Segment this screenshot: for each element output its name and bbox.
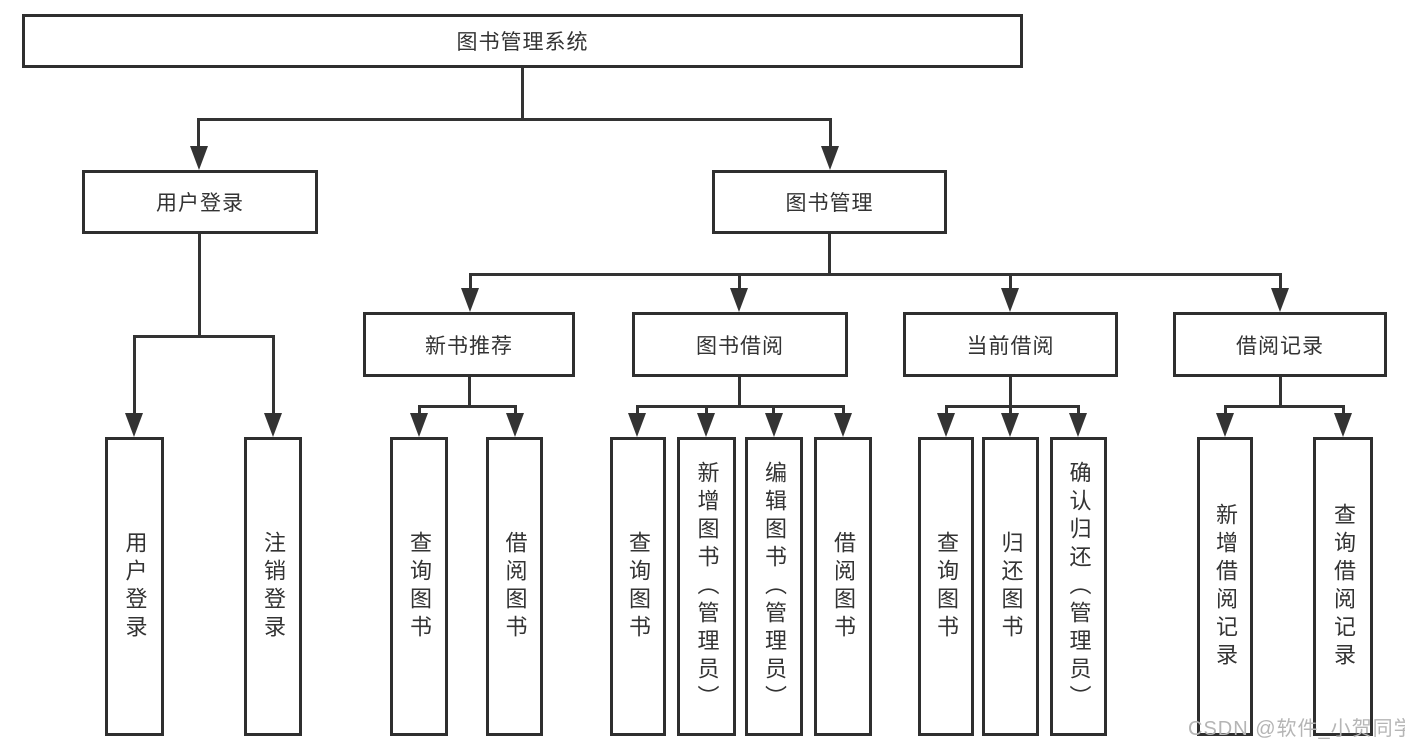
connector-line: [705, 405, 708, 415]
connector-line: [1077, 405, 1080, 415]
arrow-down-icon: [461, 288, 479, 312]
node-current-borrow: 当前借阅: [903, 312, 1118, 377]
leaf-user-login: 用户登录: [105, 437, 164, 736]
leaf-cb-return-book: 归还图书: [982, 437, 1039, 736]
csdn-watermark: CSDN @软件_小贺同学: [1188, 718, 1405, 740]
connector-line: [1224, 405, 1227, 415]
leaf-bb-query-book: 查询图书: [610, 437, 666, 736]
connector-line: [1279, 273, 1282, 290]
arrow-down-icon: [1271, 288, 1289, 312]
connector-line: [133, 335, 275, 338]
arrow-down-icon: [264, 413, 282, 437]
connector-line: [945, 405, 948, 415]
connector-line: [1224, 405, 1345, 408]
arrow-down-icon: [1216, 413, 1234, 437]
arrow-down-icon: [1069, 413, 1087, 437]
arrow-down-icon: [1334, 413, 1352, 437]
node-borrow-record: 借阅记录: [1173, 312, 1387, 377]
connector-line: [197, 118, 832, 121]
connector-line: [418, 405, 517, 408]
leaf-nb-query-book: 查询图书: [390, 437, 448, 736]
arrow-down-icon: [410, 413, 428, 437]
arrow-down-icon: [765, 413, 783, 437]
connector-line: [197, 118, 200, 148]
connector-line: [1009, 273, 1012, 290]
connector-line: [772, 405, 775, 415]
connector-line: [636, 405, 639, 415]
connector-line: [842, 405, 845, 415]
leaf-nb-borrow-book: 借阅图书: [486, 437, 543, 736]
arrow-down-icon: [697, 413, 715, 437]
connector-line: [945, 405, 1080, 408]
arrow-down-icon: [1001, 288, 1019, 312]
node-new-book-recommend: 新书推荐: [363, 312, 575, 377]
leaf-cb-confirm-return-admin: 确认归还（管理员）: [1050, 437, 1107, 736]
node-root: 图书管理系统: [22, 14, 1023, 68]
leaf-bb-borrow-book: 借阅图书: [814, 437, 872, 736]
connector-line: [133, 335, 136, 415]
connector-line: [1009, 377, 1012, 407]
leaf-cb-query-book: 查询图书: [918, 437, 974, 736]
node-book-management: 图书管理: [712, 170, 947, 234]
node-user-login: 用户登录: [82, 170, 318, 234]
arrow-down-icon: [190, 146, 208, 170]
connector-line: [1279, 377, 1282, 407]
connector-line: [636, 405, 845, 408]
leaf-br-add-record: 新增借阅记录: [1197, 437, 1253, 736]
arrow-down-icon: [937, 413, 955, 437]
connector-line: [514, 405, 517, 415]
arrow-down-icon: [834, 413, 852, 437]
leaf-bb-add-book-admin: 新增图书（管理员）: [677, 437, 736, 736]
connector-line: [738, 273, 741, 290]
connector-line: [1342, 405, 1345, 415]
leaf-bb-edit-book-admin: 编辑图书（管理员）: [745, 437, 803, 736]
connector-line: [738, 377, 741, 407]
arrow-down-icon: [730, 288, 748, 312]
arrow-down-icon: [821, 146, 839, 170]
connector-line: [198, 234, 201, 337]
arrow-down-icon: [628, 413, 646, 437]
connector-line: [1009, 405, 1012, 415]
connector-line: [469, 273, 472, 290]
connector-line: [521, 68, 524, 120]
arrow-down-icon: [506, 413, 524, 437]
leaf-logout-login: 注销登录: [244, 437, 302, 736]
connector-line: [829, 118, 832, 148]
connector-line: [418, 405, 421, 415]
connector-line: [272, 335, 275, 415]
arrow-down-icon: [1001, 413, 1019, 437]
connector-line: [828, 234, 831, 275]
connector-line: [469, 273, 1282, 276]
node-book-borrow: 图书借阅: [632, 312, 848, 377]
leaf-br-query-record: 查询借阅记录: [1313, 437, 1373, 736]
arrow-down-icon: [125, 413, 143, 437]
connector-line: [468, 377, 471, 407]
